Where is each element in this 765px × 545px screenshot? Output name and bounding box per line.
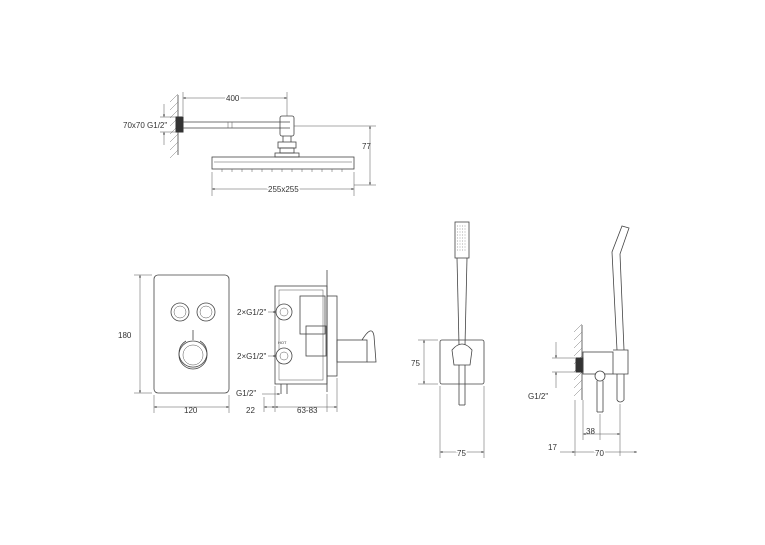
dim-panel-height: 180 <box>118 331 132 340</box>
nozzle-row <box>221 169 343 172</box>
dim-depth-range: 63-83 <box>297 406 318 415</box>
overhead-shower-view: 400 70x70 G1/2" 77 255x255 <box>123 92 376 196</box>
hot-mark: HOT <box>278 340 287 345</box>
mixer-body-view: HOT 2×G1/2" 2×G1/2" G1/2" 22 63-83 <box>236 270 377 415</box>
label-outlets: 2×G1/2" <box>237 308 266 317</box>
thermostat-panel-view: 180 120 <box>118 274 230 415</box>
dim-depth: 70 <box>595 449 604 458</box>
wall-hatch <box>169 93 179 159</box>
dim-thread: G1/2" <box>528 392 548 401</box>
spray-face-dots <box>457 225 467 251</box>
dim-offset: 38 <box>586 427 595 436</box>
dim-head-size: 255x255 <box>268 185 299 194</box>
dim-depth-fixed: 22 <box>246 406 255 415</box>
dim-bracket-width: 75 <box>457 449 466 458</box>
dim-wall-gap: 17 <box>548 443 557 452</box>
dim-arm-length: 400 <box>226 94 240 103</box>
dim-panel-width: 120 <box>184 406 198 415</box>
hand-shower-side-view: G1/2" 38 17 70 <box>528 225 637 460</box>
dim-bracket-height: 75 <box>411 359 420 368</box>
dim-height: 77 <box>362 142 371 151</box>
hand-shower-front-view: 75 75 <box>411 221 485 460</box>
label-inlet: G1/2" <box>236 389 256 398</box>
dim-flange: 70x70 G1/2" <box>123 121 167 130</box>
label-inlets: 2×G1/2" <box>237 352 266 361</box>
